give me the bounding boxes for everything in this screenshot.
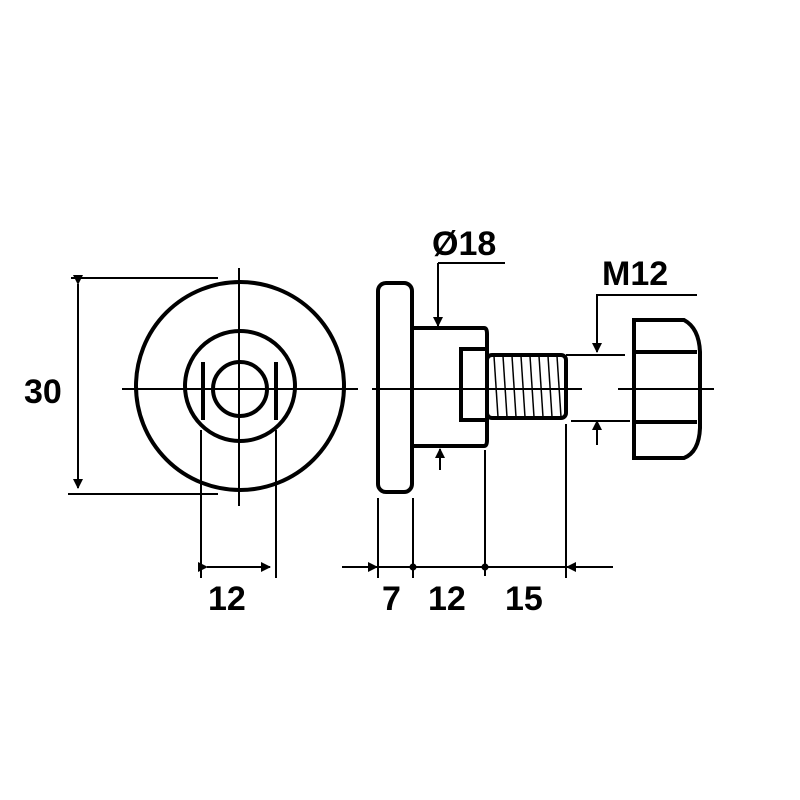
dim-dot-1 [409, 563, 417, 571]
bolt-neck [412, 326, 489, 448]
side-view: Ø18 M12 7 12 15 [342, 225, 697, 618]
end-view: 30 12 [24, 268, 358, 618]
nut-view [618, 318, 714, 460]
dimension-label-thread-size: M12 [602, 255, 668, 293]
dimension-label-head-thickness: 7 [382, 580, 401, 618]
square-shoulder [459, 347, 489, 422]
dimension-label-thread-length: 15 [505, 580, 543, 618]
hex-nut-outline [632, 318, 702, 460]
dimension-label-30: 30 [24, 373, 62, 411]
dimension-label-neck-length: 12 [428, 580, 466, 618]
dimension-label-neck-diameter: Ø18 [432, 225, 496, 263]
dim-dot-2 [481, 563, 489, 571]
dimension-label-square-width: 12 [208, 580, 246, 618]
bolt-thread [485, 353, 568, 420]
thread-lines [493, 355, 562, 418]
bolt-head-flange [376, 281, 414, 494]
